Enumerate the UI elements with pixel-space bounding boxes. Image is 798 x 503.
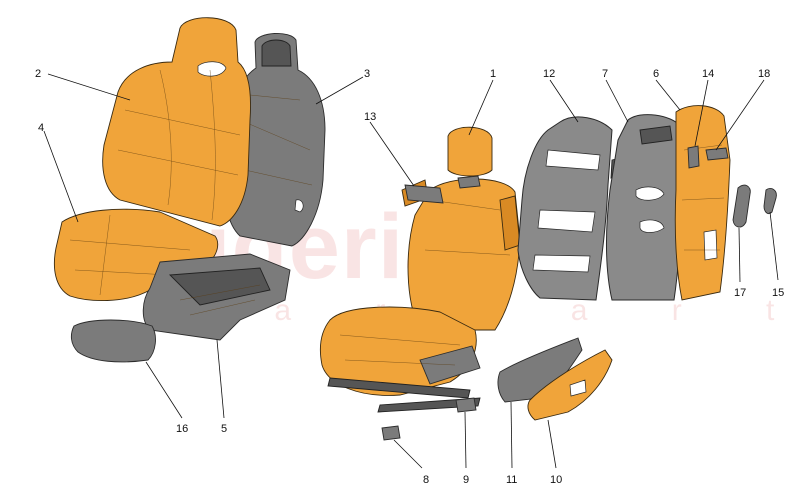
part-12-backrest-frame [517,116,621,301]
callout-16: 16 [176,423,188,435]
callout-10: 10 [550,474,562,486]
callout-labels: 2 3 4 1 12 7 6 14 18 13 17 15 16 5 8 9 1… [35,68,784,486]
part-6-rear-cover [674,105,731,301]
part-5-cushion-foam [142,253,291,341]
callout-3: 3 [364,68,370,80]
callout-5: 5 [221,423,227,435]
callout-17: 17 [734,287,746,299]
part-13-shoulder-guide [404,175,481,204]
part-11-side-shield [497,337,583,403]
part-9-clip [455,397,477,413]
part-3-backrest-foam [224,33,326,247]
part-2-backrest-cover [102,17,251,227]
part-18-trim [705,147,729,161]
callout-13: 13 [364,111,376,123]
callout-8: 8 [423,474,429,486]
callout-4: 4 [38,122,44,134]
callout-15: 15 [772,287,784,299]
part-14-trim [687,145,700,169]
part-7-backrest-shell [605,114,685,301]
part-1-seat-assembly [319,126,521,413]
callout-2: 2 [35,68,41,80]
part-16-cushion-insert [70,319,156,363]
callout-11: 11 [506,474,517,486]
part-8-clip [381,425,401,441]
callout-7: 7 [602,68,608,80]
part-17-side-cap [732,184,751,228]
callout-6: 6 [653,68,659,80]
part-15-small-cap [763,187,777,215]
part-10-side-shield-cover [527,349,613,421]
callout-9: 9 [463,474,469,486]
leader-lines [43,73,779,469]
callout-12: 12 [543,68,555,80]
callout-14: 14 [702,68,714,80]
callout-1: 1 [490,68,496,80]
callout-18: 18 [758,68,770,80]
